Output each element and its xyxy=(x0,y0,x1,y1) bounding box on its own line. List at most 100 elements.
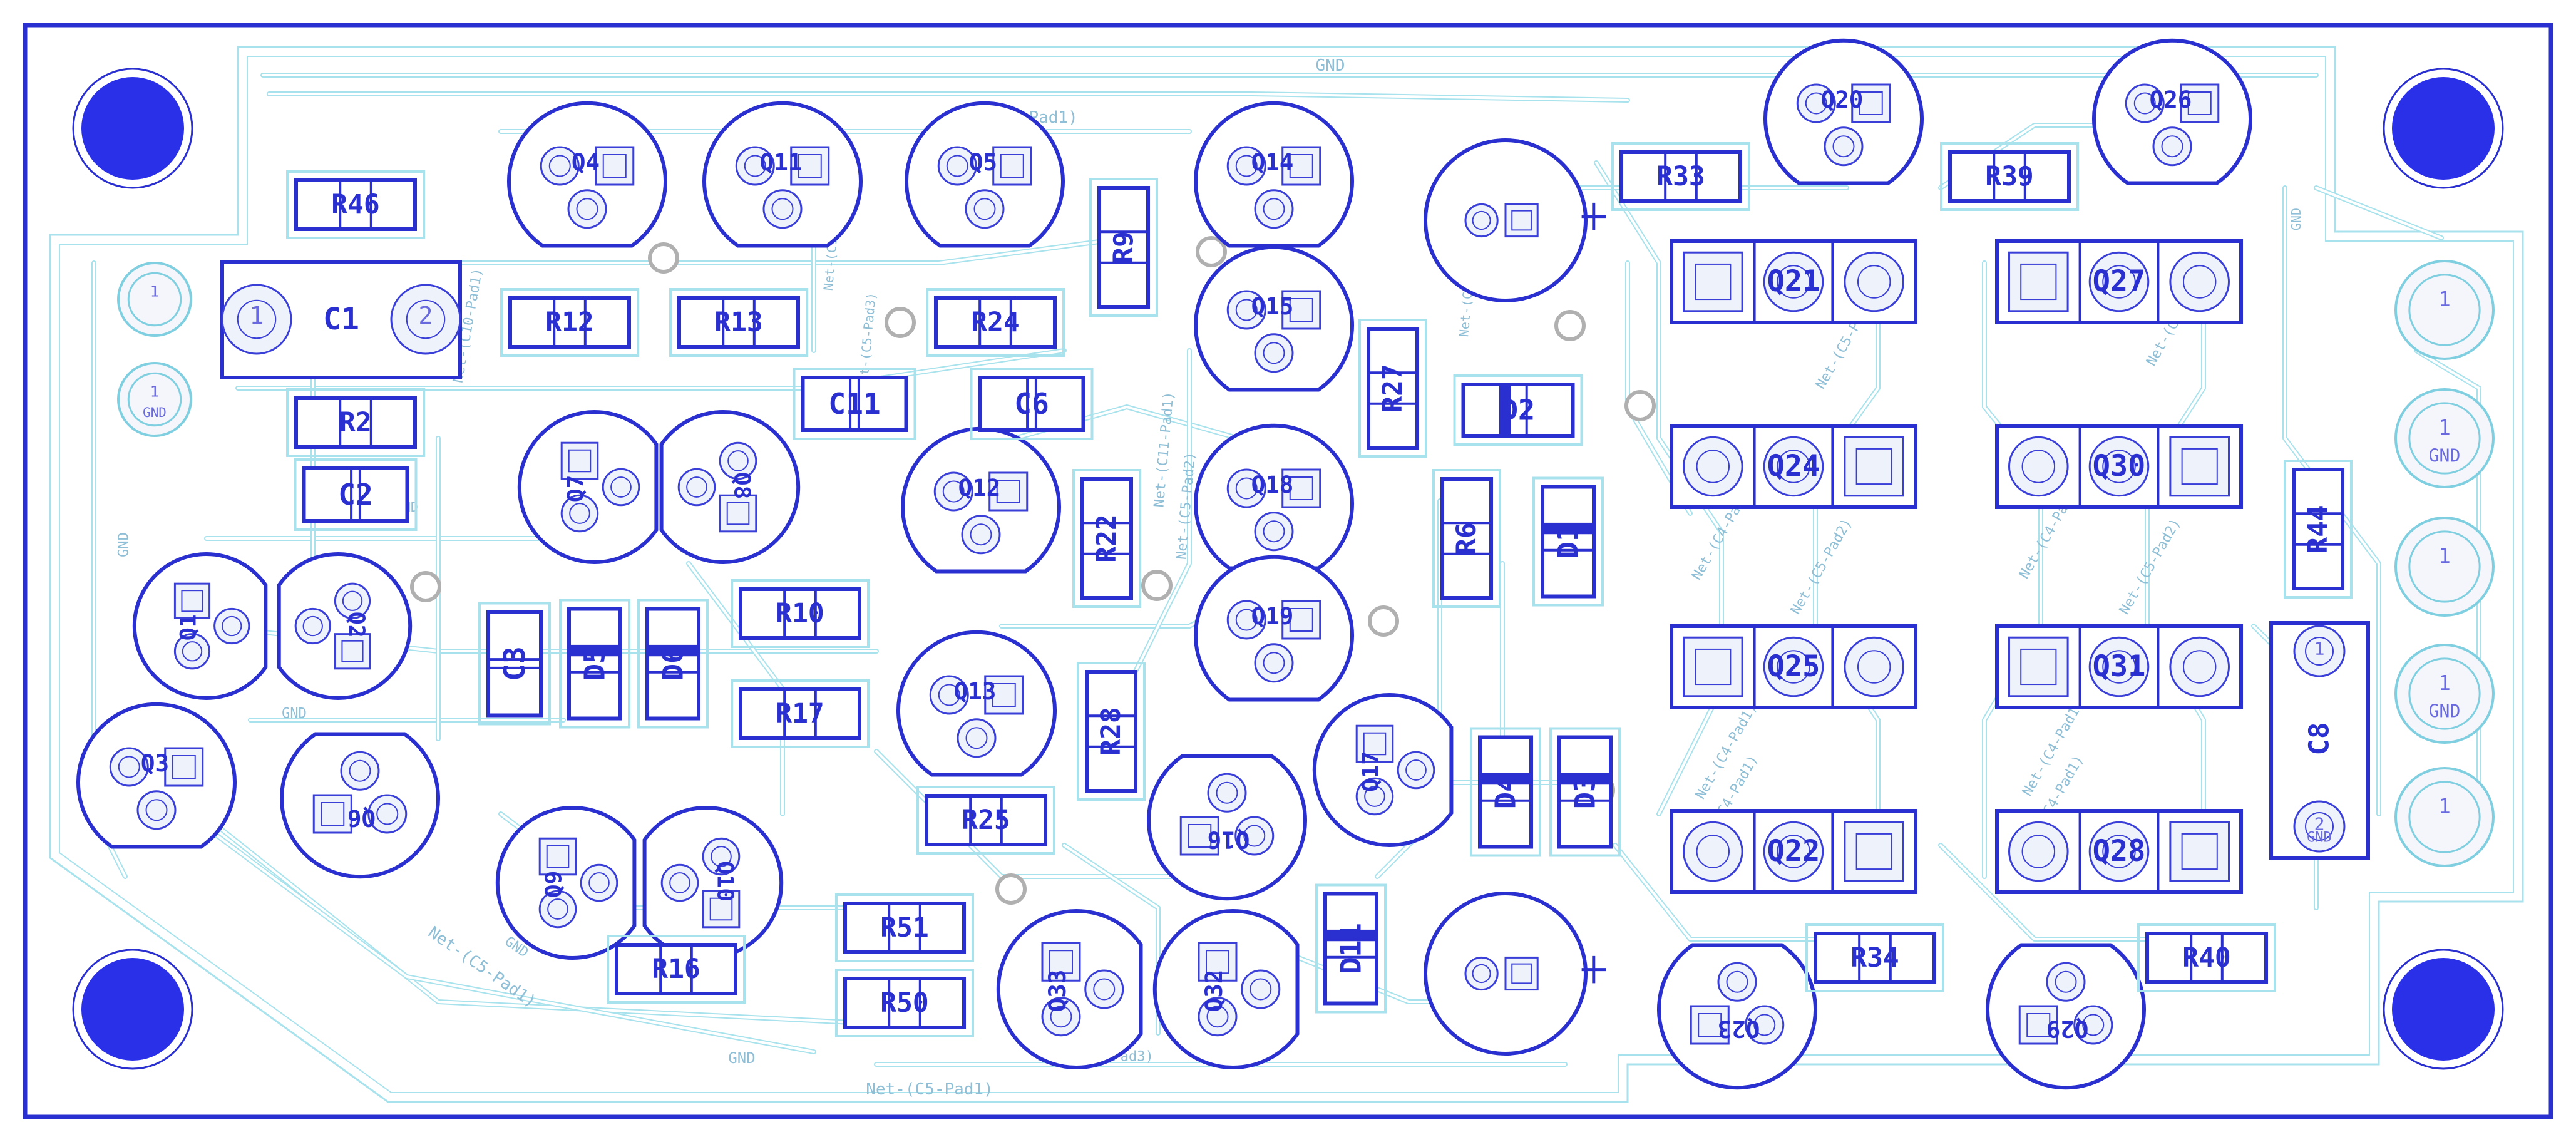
transistor-q26: Q26 xyxy=(2092,38,2252,185)
resistor-r28: R28 xyxy=(1077,662,1146,801)
part-body xyxy=(1085,670,1137,793)
pad xyxy=(1745,1005,1785,1045)
transistor-q31: Q31 xyxy=(1995,624,2243,709)
pad-hole xyxy=(1472,964,1491,984)
pad xyxy=(1683,436,1743,497)
pad-hole xyxy=(2102,450,2136,483)
transistor-q12: Q12 xyxy=(901,426,1061,574)
pad xyxy=(2169,636,2230,697)
pad-hole xyxy=(2161,135,2183,158)
copper-track-core xyxy=(1126,349,1191,690)
transistor-body xyxy=(76,702,237,849)
transistor-q5: Q5 xyxy=(905,101,1065,248)
capacitor-c11: C11 xyxy=(793,368,916,440)
transistor-body xyxy=(132,552,268,700)
resistor-r24: R24 xyxy=(926,288,1065,357)
transistor-q33: Q33 xyxy=(996,909,1143,1069)
pad-hole xyxy=(1695,648,1732,686)
pad xyxy=(965,189,1005,229)
cathode-band xyxy=(569,644,620,655)
pad-hole xyxy=(302,615,323,637)
pad-hole xyxy=(1263,342,1285,364)
resistor-r39: R39 xyxy=(1940,142,2079,211)
pad-hole xyxy=(1188,824,1212,848)
copper-track-core xyxy=(268,93,1629,101)
pad xyxy=(1084,969,1124,1009)
courtyard xyxy=(2137,923,2276,992)
pad xyxy=(1504,956,1539,991)
via xyxy=(885,307,916,338)
zone-outline-inner xyxy=(59,56,2514,1093)
pad xyxy=(1717,962,1757,1002)
pad xyxy=(1690,1005,1730,1045)
part-body xyxy=(925,794,1047,846)
pad-hole xyxy=(1777,650,1810,684)
pad xyxy=(1254,512,1294,552)
resistor-r9: R9 xyxy=(1089,178,1158,317)
pin-number: 1 xyxy=(2438,287,2451,311)
pad xyxy=(1763,636,1824,697)
transistor-q32: Q32 xyxy=(1152,909,1300,1069)
pad xyxy=(1179,816,1219,856)
part-body xyxy=(294,178,417,231)
ref-designator: Q17 xyxy=(1358,751,1384,792)
part-body xyxy=(2145,932,2268,984)
ref-designator: Q28 xyxy=(2093,835,2146,868)
part-body xyxy=(1557,735,1613,849)
pad xyxy=(790,146,830,186)
pad xyxy=(1226,468,1266,508)
ref-designator: Q10 xyxy=(712,861,738,902)
pad-hole xyxy=(1093,978,1116,1001)
capacitor-c3: C3 xyxy=(478,602,551,726)
pad-hole xyxy=(2102,835,2136,868)
pad-hole xyxy=(237,299,277,339)
via xyxy=(995,873,1027,905)
pad-hole xyxy=(2055,970,2077,993)
connector-label: GND xyxy=(2307,830,2332,846)
pad-hole xyxy=(1289,154,1313,178)
transistor-q14: Q14 xyxy=(1194,101,1354,248)
transistor-q10: Q10 xyxy=(642,806,784,960)
transistor-body xyxy=(1194,555,1354,702)
pad-hole xyxy=(973,198,996,220)
pad xyxy=(540,146,580,186)
copper-track-core xyxy=(2146,262,2205,878)
pad-hole xyxy=(1235,155,1258,177)
mounting-hole-icon xyxy=(2392,77,2495,180)
pad-hole xyxy=(568,449,592,473)
ref-designator: R2 xyxy=(339,407,372,438)
pad xyxy=(173,633,211,670)
pad xyxy=(213,607,250,645)
part-body xyxy=(739,687,861,740)
pad-hole xyxy=(2408,530,2481,603)
diode-d3: D3 xyxy=(1549,727,1621,857)
pad xyxy=(1281,146,1321,186)
pad xyxy=(1041,997,1081,1037)
pad-hole xyxy=(2102,650,2136,684)
pad xyxy=(294,607,331,645)
mounting-hole-ring xyxy=(72,68,193,189)
part-body xyxy=(1080,477,1133,600)
pad xyxy=(992,146,1032,186)
pad xyxy=(2008,436,2069,497)
pad-hole xyxy=(1511,963,1532,984)
ref-designator: R12 xyxy=(545,307,593,338)
transistor-q4: Q4 xyxy=(507,101,667,248)
pad-hole xyxy=(569,503,590,524)
pad-hole xyxy=(1263,520,1285,543)
courtyard xyxy=(970,368,1094,440)
pad xyxy=(538,890,577,929)
pad-hole xyxy=(2020,263,2057,301)
pad-hole xyxy=(727,450,749,471)
ref-designator: D1 xyxy=(1552,525,1585,558)
pad-hole xyxy=(2408,781,2481,853)
pad xyxy=(719,494,757,533)
transistor-body xyxy=(659,410,801,564)
resistor-r16: R16 xyxy=(607,935,746,1004)
pad xyxy=(567,189,607,229)
pad xyxy=(1234,816,1275,856)
part-body xyxy=(739,587,861,640)
pad-hole xyxy=(1250,978,1272,1001)
pad xyxy=(1844,636,1904,697)
resistor-r40: R40 xyxy=(2137,923,2276,992)
